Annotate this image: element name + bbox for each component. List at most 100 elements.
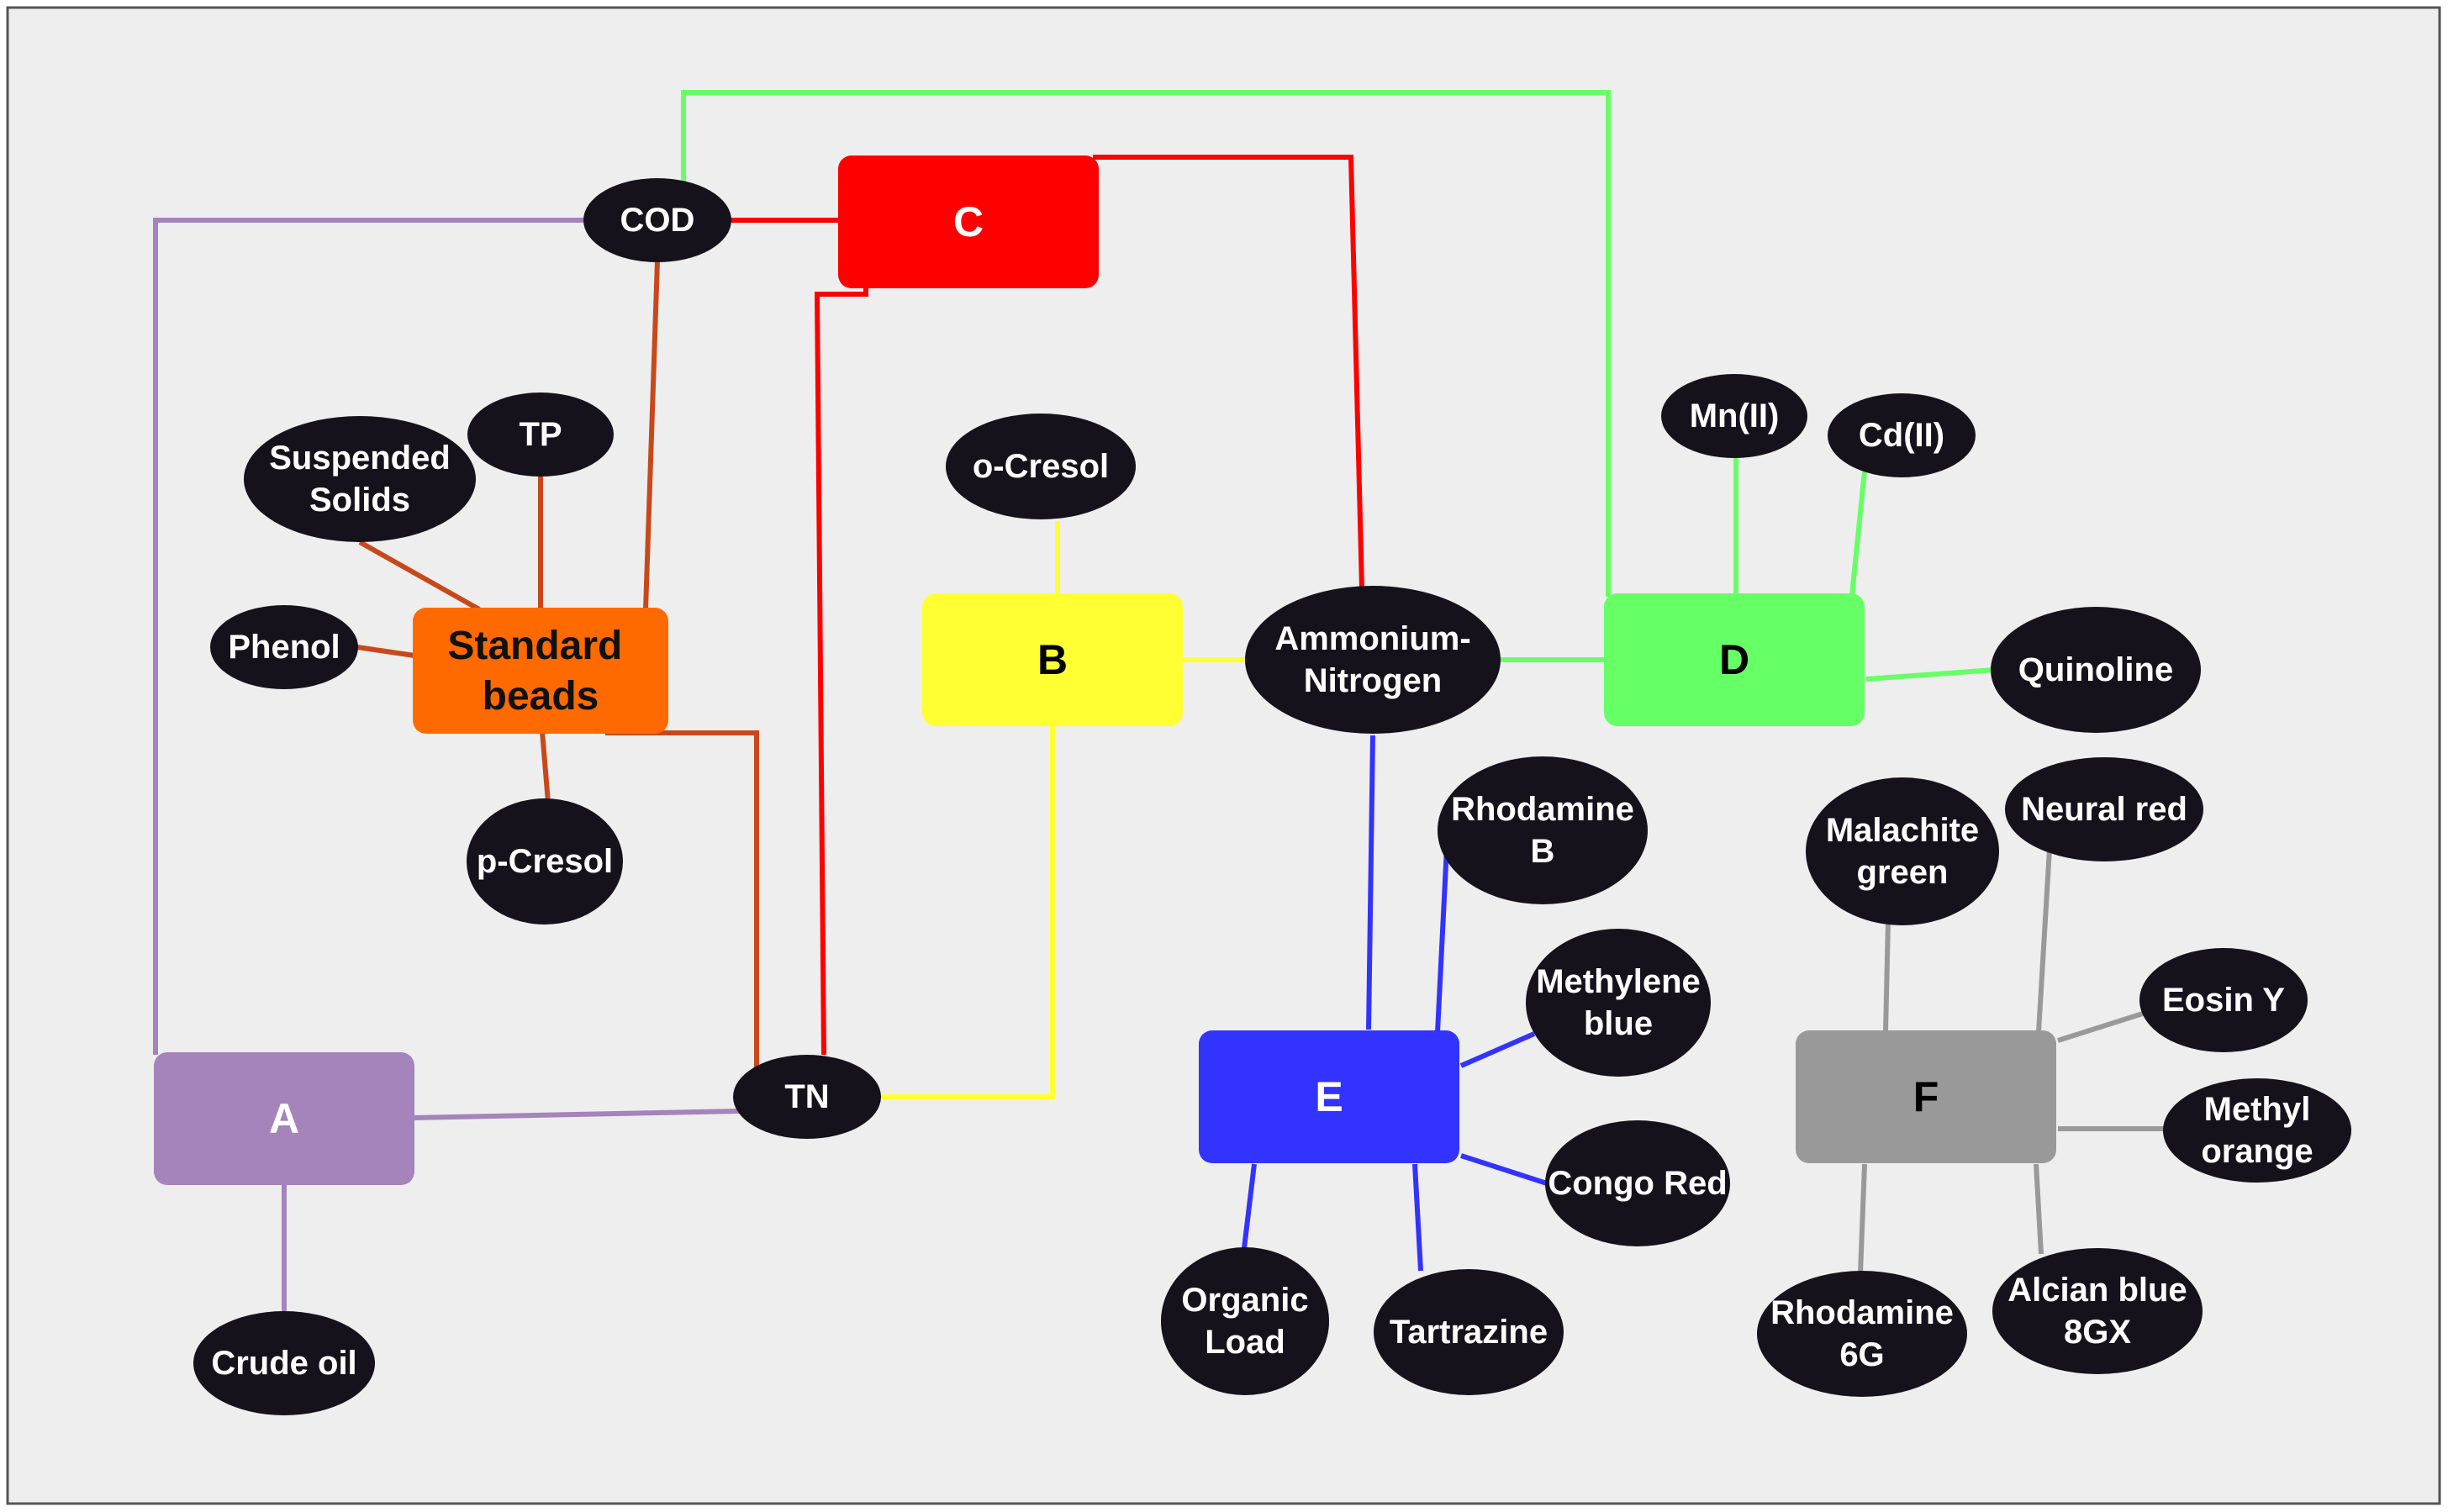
node-methyl-orange: Methyl orange	[2163, 1078, 2351, 1183]
node-p-cresol: p-Cresol	[467, 798, 623, 925]
standard-beads-shape	[413, 608, 668, 734]
box-c-label: C	[953, 198, 984, 245]
box-d-label: D	[1719, 636, 1749, 683]
node-alcian-blue-line-2: 8GX	[2064, 1314, 2131, 1351]
node-crude-oil-shape	[193, 1311, 375, 1415]
node-malachite-green-line-2: green	[1857, 854, 1949, 891]
node-cod-line-1: COD	[620, 202, 695, 239]
node-neural-red-shape	[2005, 757, 2203, 861]
node-rhodamine-b-shape	[1438, 756, 1648, 904]
node-methyl-orange-line-2: orange	[2201, 1133, 2313, 1170]
node-crude-oil-line-1: Crude oil	[211, 1345, 356, 1382]
box-f-label: F	[1913, 1073, 1939, 1120]
node-cd: Cd(II)	[1828, 393, 1976, 477]
node-mn-line-1: Mn(II)	[1690, 398, 1780, 435]
node-eosin-y-shape	[2139, 948, 2308, 1052]
node-suspended-solids-line-1: Suspended	[269, 440, 451, 477]
node-eosin-y-label: Eosin Y	[2162, 982, 2285, 1019]
standard-beads-line2: beads	[483, 674, 599, 719]
node-rhodamine-b-line-2: B	[1531, 833, 1555, 870]
node-cd-shape	[1828, 393, 1976, 477]
node-malachite-green-shape	[1806, 777, 1999, 925]
standard-beads-box: Standard beads	[413, 608, 668, 734]
connector-cod-d	[681, 90, 1611, 597]
box-c-shape	[838, 155, 1099, 288]
node-eosin-y-line-1: Eosin Y	[2162, 982, 2285, 1019]
connector-eosin-f	[2057, 1010, 2146, 1043]
box-d-shape	[1604, 593, 1865, 726]
node-cod-shape	[583, 178, 731, 262]
node-o-cresol: o-Cresol	[946, 414, 1136, 519]
node-o-cresol-shape	[946, 414, 1136, 519]
node-neural-red-line-1: Neural red	[2021, 791, 2187, 828]
node-phenol-line-1: Phenol	[228, 629, 340, 666]
standard-beads-label: Standard beads	[447, 624, 633, 719]
node-methylene-blue-line-1: Methylene	[1536, 963, 1701, 1000]
node-cd-line-1: Cd(II)	[1859, 417, 1944, 454]
node-alcian-blue-line-1: Alcian blue	[2007, 1272, 2187, 1309]
node-phenol: Phenol	[210, 605, 358, 689]
node-tn-line-1: TN	[784, 1078, 829, 1115]
node-quinoline-shape	[1991, 607, 2201, 733]
node-quinoline: Quinoline	[1991, 607, 2201, 733]
node-congo-red-label: Congo Red	[1548, 1165, 1727, 1202]
connector-c-ammonium	[1093, 155, 1364, 589]
connector-rhodamine6g-f	[1858, 1163, 1867, 1274]
node-organic-load-line-1: Organic	[1181, 1282, 1308, 1319]
node-tartrazine: Tartrazine	[1374, 1269, 1564, 1395]
node-o-cresol-label: o-Cresol	[973, 448, 1109, 485]
node-organic-load-shape	[1161, 1247, 1329, 1395]
node-methyl-orange-line-1: Methyl	[2204, 1091, 2311, 1128]
category-box-e: E	[1199, 1030, 1459, 1163]
node-p-cresol-line-1: p-Cresol	[477, 843, 613, 880]
node-methyl-orange-label: Methyl orange	[2201, 1091, 2313, 1170]
node-p-cresol-shape	[467, 798, 623, 925]
node-suspended-solids-shape	[244, 416, 476, 542]
node-rhodamine-6g-shape	[1757, 1271, 1967, 1397]
node-phenol-shape	[210, 605, 358, 689]
node-methylene-blue: Methylene blue	[1526, 929, 1711, 1077]
node-methylene-blue-label: Methylene blue	[1536, 963, 1701, 1042]
connector-a-tn	[411, 1109, 741, 1120]
connector-pcresol-standard	[540, 730, 551, 803]
node-ammonium-nitrogen-line-1: Ammonium-	[1274, 620, 1470, 657]
standard-beads-line1: Standard	[447, 624, 622, 668]
node-phenol-label: Phenol	[228, 629, 340, 666]
node-tartrazine-label: Tartrazine	[1390, 1314, 1548, 1351]
node-crude-oil: Crude oil	[193, 1311, 375, 1415]
node-ammonium-nitrogen-shape	[1245, 586, 1501, 734]
node-alcian-blue-label: Alcian blue 8GX	[2007, 1272, 2187, 1351]
node-ammonium-nitrogen-label: Ammonium- Nitrogen	[1274, 620, 1470, 699]
connector-tartrazine-e	[1412, 1163, 1423, 1272]
category-box-c: C	[838, 155, 1099, 288]
connector-suspended-standard	[358, 540, 481, 612]
box-b-label: B	[1037, 636, 1068, 683]
node-crude-oil-label: Crude oil	[211, 1345, 356, 1382]
connector-methylene-e	[1459, 1031, 1536, 1068]
category-box-b: B	[922, 593, 1183, 726]
connector-rhodamineb-e	[1435, 830, 1450, 1033]
node-rhodamine-b-line-1: Rhodamine	[1451, 791, 1634, 828]
box-e-shape	[1199, 1030, 1459, 1163]
connector-cod-standard	[643, 260, 660, 610]
box-e-label: E	[1315, 1073, 1343, 1120]
node-congo-red-shape	[1545, 1120, 1730, 1246]
connector-organic-e	[1242, 1163, 1257, 1249]
connector-cd-d	[1849, 470, 1867, 596]
node-ammonium-nitrogen-line-2: Nitrogen	[1304, 662, 1442, 699]
node-o-cresol-line-1: o-Cresol	[973, 448, 1109, 485]
node-mn: Mn(II)	[1661, 374, 1807, 458]
node-neural-red-label: Neural red	[2021, 791, 2187, 828]
node-quinoline-line-1: Quinoline	[2018, 651, 2173, 688]
node-alcian-blue-shape	[1992, 1248, 2203, 1374]
node-methylene-blue-line-2: blue	[1584, 1005, 1653, 1042]
node-rhodamine-6g-line-1: Rhodamine	[1770, 1294, 1954, 1331]
connector-cod-a	[153, 218, 588, 1055]
